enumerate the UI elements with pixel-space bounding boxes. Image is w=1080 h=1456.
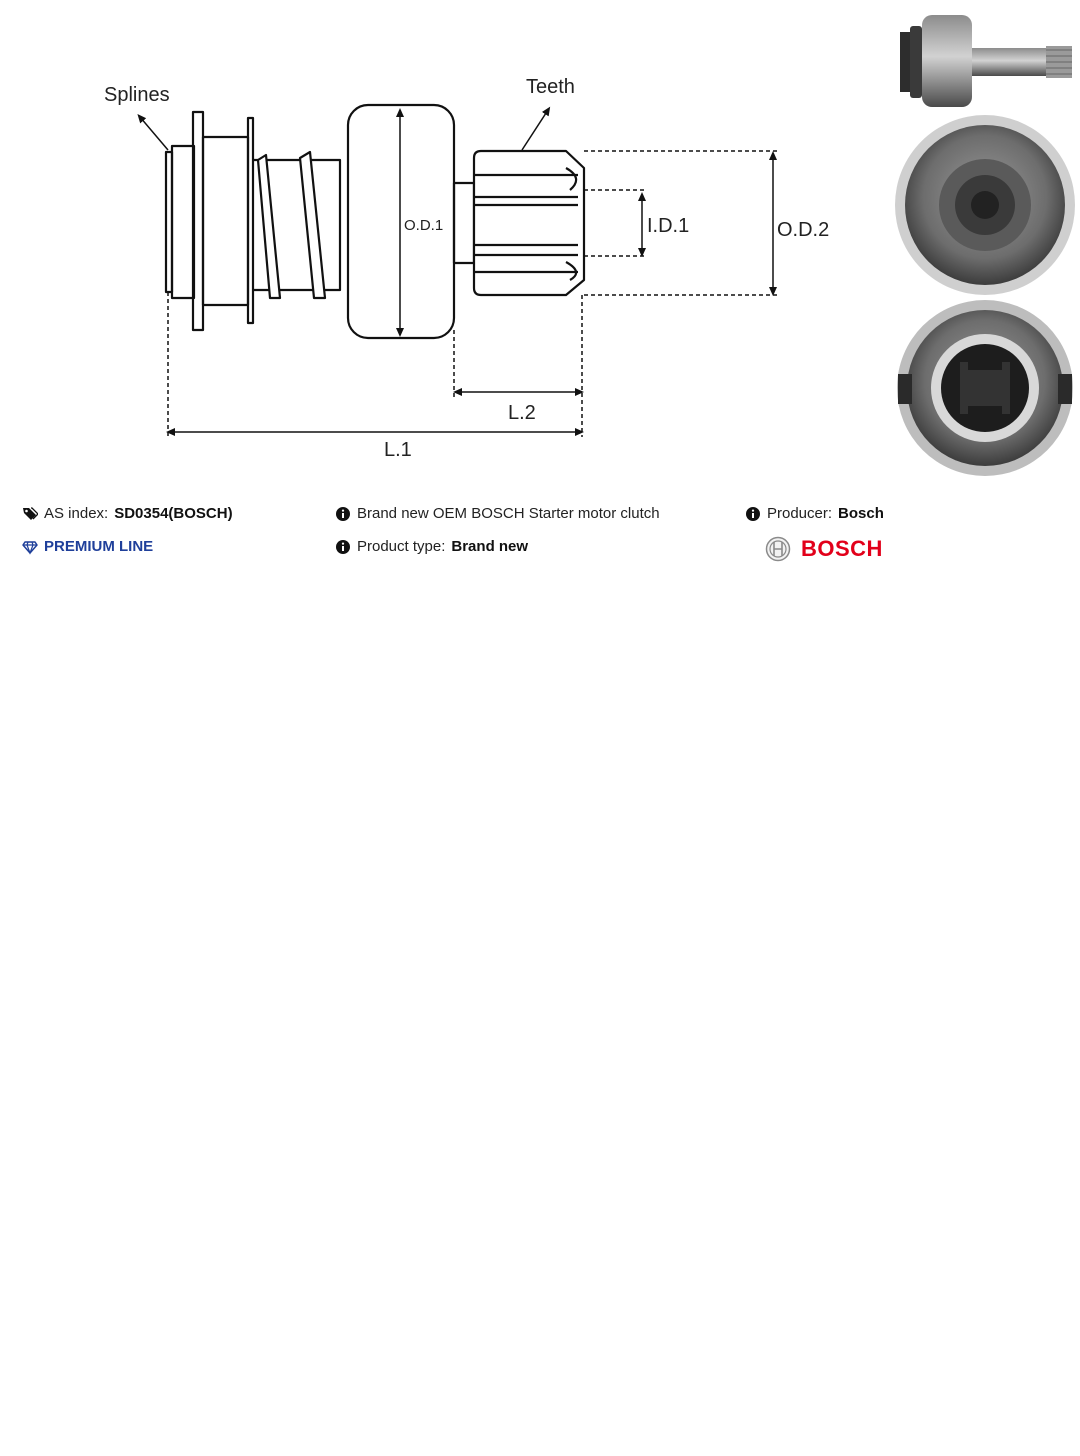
bosch-wordmark: BOSCH <box>801 536 883 561</box>
info-circle-icon <box>746 506 760 521</box>
producer-row: Producer: Bosch <box>745 505 884 522</box>
l2-label: L.2 <box>508 402 536 424</box>
od1-label: O.D.1 <box>404 217 443 234</box>
extension-lines <box>167 150 778 437</box>
as-index-label: AS index: <box>44 505 109 522</box>
sleeve-outline <box>253 158 342 292</box>
premium-line-label: PREMIUM LINE <box>44 538 154 555</box>
info-circle-icon <box>336 539 350 554</box>
product-photos <box>895 15 1075 476</box>
as-index-row: AS index: SD0354(BOSCH) <box>22 505 233 522</box>
info-circle-icon <box>336 506 350 521</box>
producer-value: Bosch <box>838 505 884 522</box>
splines-leader <box>137 113 169 151</box>
id1-label: I.D.1 <box>647 215 689 237</box>
side-view-photo <box>900 15 1072 107</box>
diamond-icon <box>22 540 38 555</box>
retaining-washer <box>246 116 255 325</box>
front-view-photo <box>895 115 1075 295</box>
pinion-tooth-lines <box>474 173 578 274</box>
product-type-label: Product type: <box>357 538 446 555</box>
bosch-logo: BOSCH <box>765 536 883 562</box>
product-type-row: Product type: Brand new <box>335 538 528 555</box>
tags-icon <box>23 506 38 520</box>
bosch-armature-icon <box>765 536 791 562</box>
splines-label: Splines <box>104 84 170 106</box>
pinion-gear <box>472 149 586 297</box>
producer-label: Producer: <box>767 505 833 522</box>
technical-diagram: Splines Teeth O.D.1 I.D.1 O.D.2 L.2 L.1 <box>104 76 829 461</box>
teeth-leader <box>521 106 551 151</box>
l1-label: L.1 <box>384 439 412 461</box>
pinion-neck <box>452 181 476 265</box>
od2-label: O.D.2 <box>777 219 829 241</box>
rear-view-photo <box>897 300 1073 476</box>
pinion-tooth-chamfer <box>565 167 578 281</box>
teeth-label: Teeth <box>526 76 575 98</box>
premium-line-row: PREMIUM LINE <box>22 538 153 555</box>
spring-coil <box>256 153 282 300</box>
description-row: Brand new OEM BOSCH Starter motor clutch <box>335 505 660 522</box>
spring-coil <box>298 150 327 300</box>
description-text: Brand new OEM BOSCH Starter motor clutch <box>357 505 660 522</box>
hub-body <box>201 135 250 307</box>
product-type-value: Brand new <box>451 538 529 555</box>
spline-collar <box>170 144 196 300</box>
as-index-value: SD0354(BOSCH) <box>114 505 233 522</box>
